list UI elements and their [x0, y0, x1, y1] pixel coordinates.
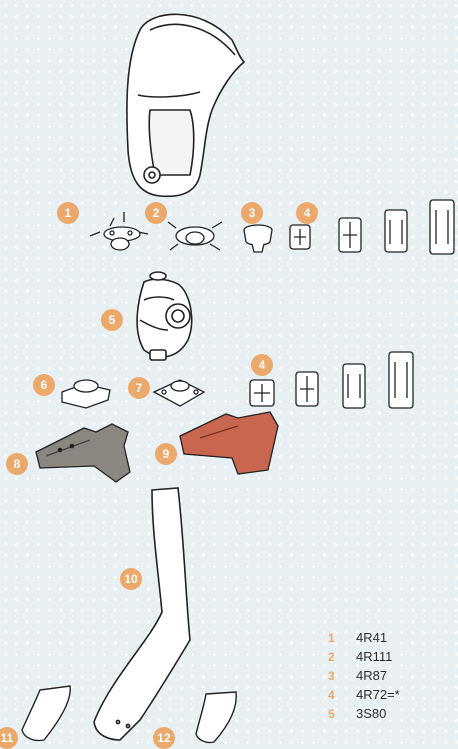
part-12-illustration	[196, 692, 236, 743]
legend-code: 4R87	[356, 668, 387, 683]
legend-number: 4	[328, 688, 356, 702]
part-badge: 7	[128, 377, 150, 399]
part-badge: 12	[153, 727, 175, 749]
parts-legend: 1 4R41 2 4R111 3 4R87 4 4R72=* 5 3S80	[328, 628, 458, 723]
part-badge: 9	[155, 443, 177, 465]
part-8-illustration	[36, 424, 130, 482]
legend-code: 4R72=*	[356, 687, 400, 702]
legend-code: 4R111	[356, 649, 392, 664]
part-3-illustration	[244, 225, 272, 252]
socket-illustration	[127, 14, 244, 196]
part-badge: 8	[6, 453, 28, 475]
legend-number: 2	[328, 650, 356, 664]
part-badge: 4	[296, 202, 318, 224]
part-1-illustration	[90, 212, 148, 250]
part-badge: 4	[251, 354, 273, 376]
legend-row: 1 4R41	[328, 628, 458, 647]
part-5-illustration	[137, 272, 192, 360]
part-11-illustration	[22, 686, 70, 741]
part-7-illustration	[154, 380, 204, 406]
part-badge: 2	[145, 202, 167, 224]
legend-code: 4R41	[356, 630, 387, 645]
legend-row: 3 4R87	[328, 666, 458, 685]
part-badge: 1	[57, 202, 79, 224]
legend-row: 4 4R72=*	[328, 685, 458, 704]
legend-number: 5	[328, 707, 356, 721]
part-badge: 6	[33, 374, 55, 396]
part-4-illustration-row2	[250, 352, 413, 408]
legend-number: 1	[328, 631, 356, 645]
part-6-illustration	[62, 380, 110, 408]
legend-row: 5 3S80	[328, 704, 458, 723]
part-10-illustration	[94, 488, 190, 740]
part-badge: 3	[241, 202, 263, 224]
part-9-illustration	[180, 412, 278, 474]
part-2-illustration	[168, 222, 222, 250]
part-badge: 5	[101, 309, 123, 331]
legend-number: 3	[328, 669, 356, 683]
part-badge: 10	[120, 568, 142, 590]
legend-row: 2 4R111	[328, 647, 458, 666]
legend-code: 3S80	[356, 706, 386, 721]
